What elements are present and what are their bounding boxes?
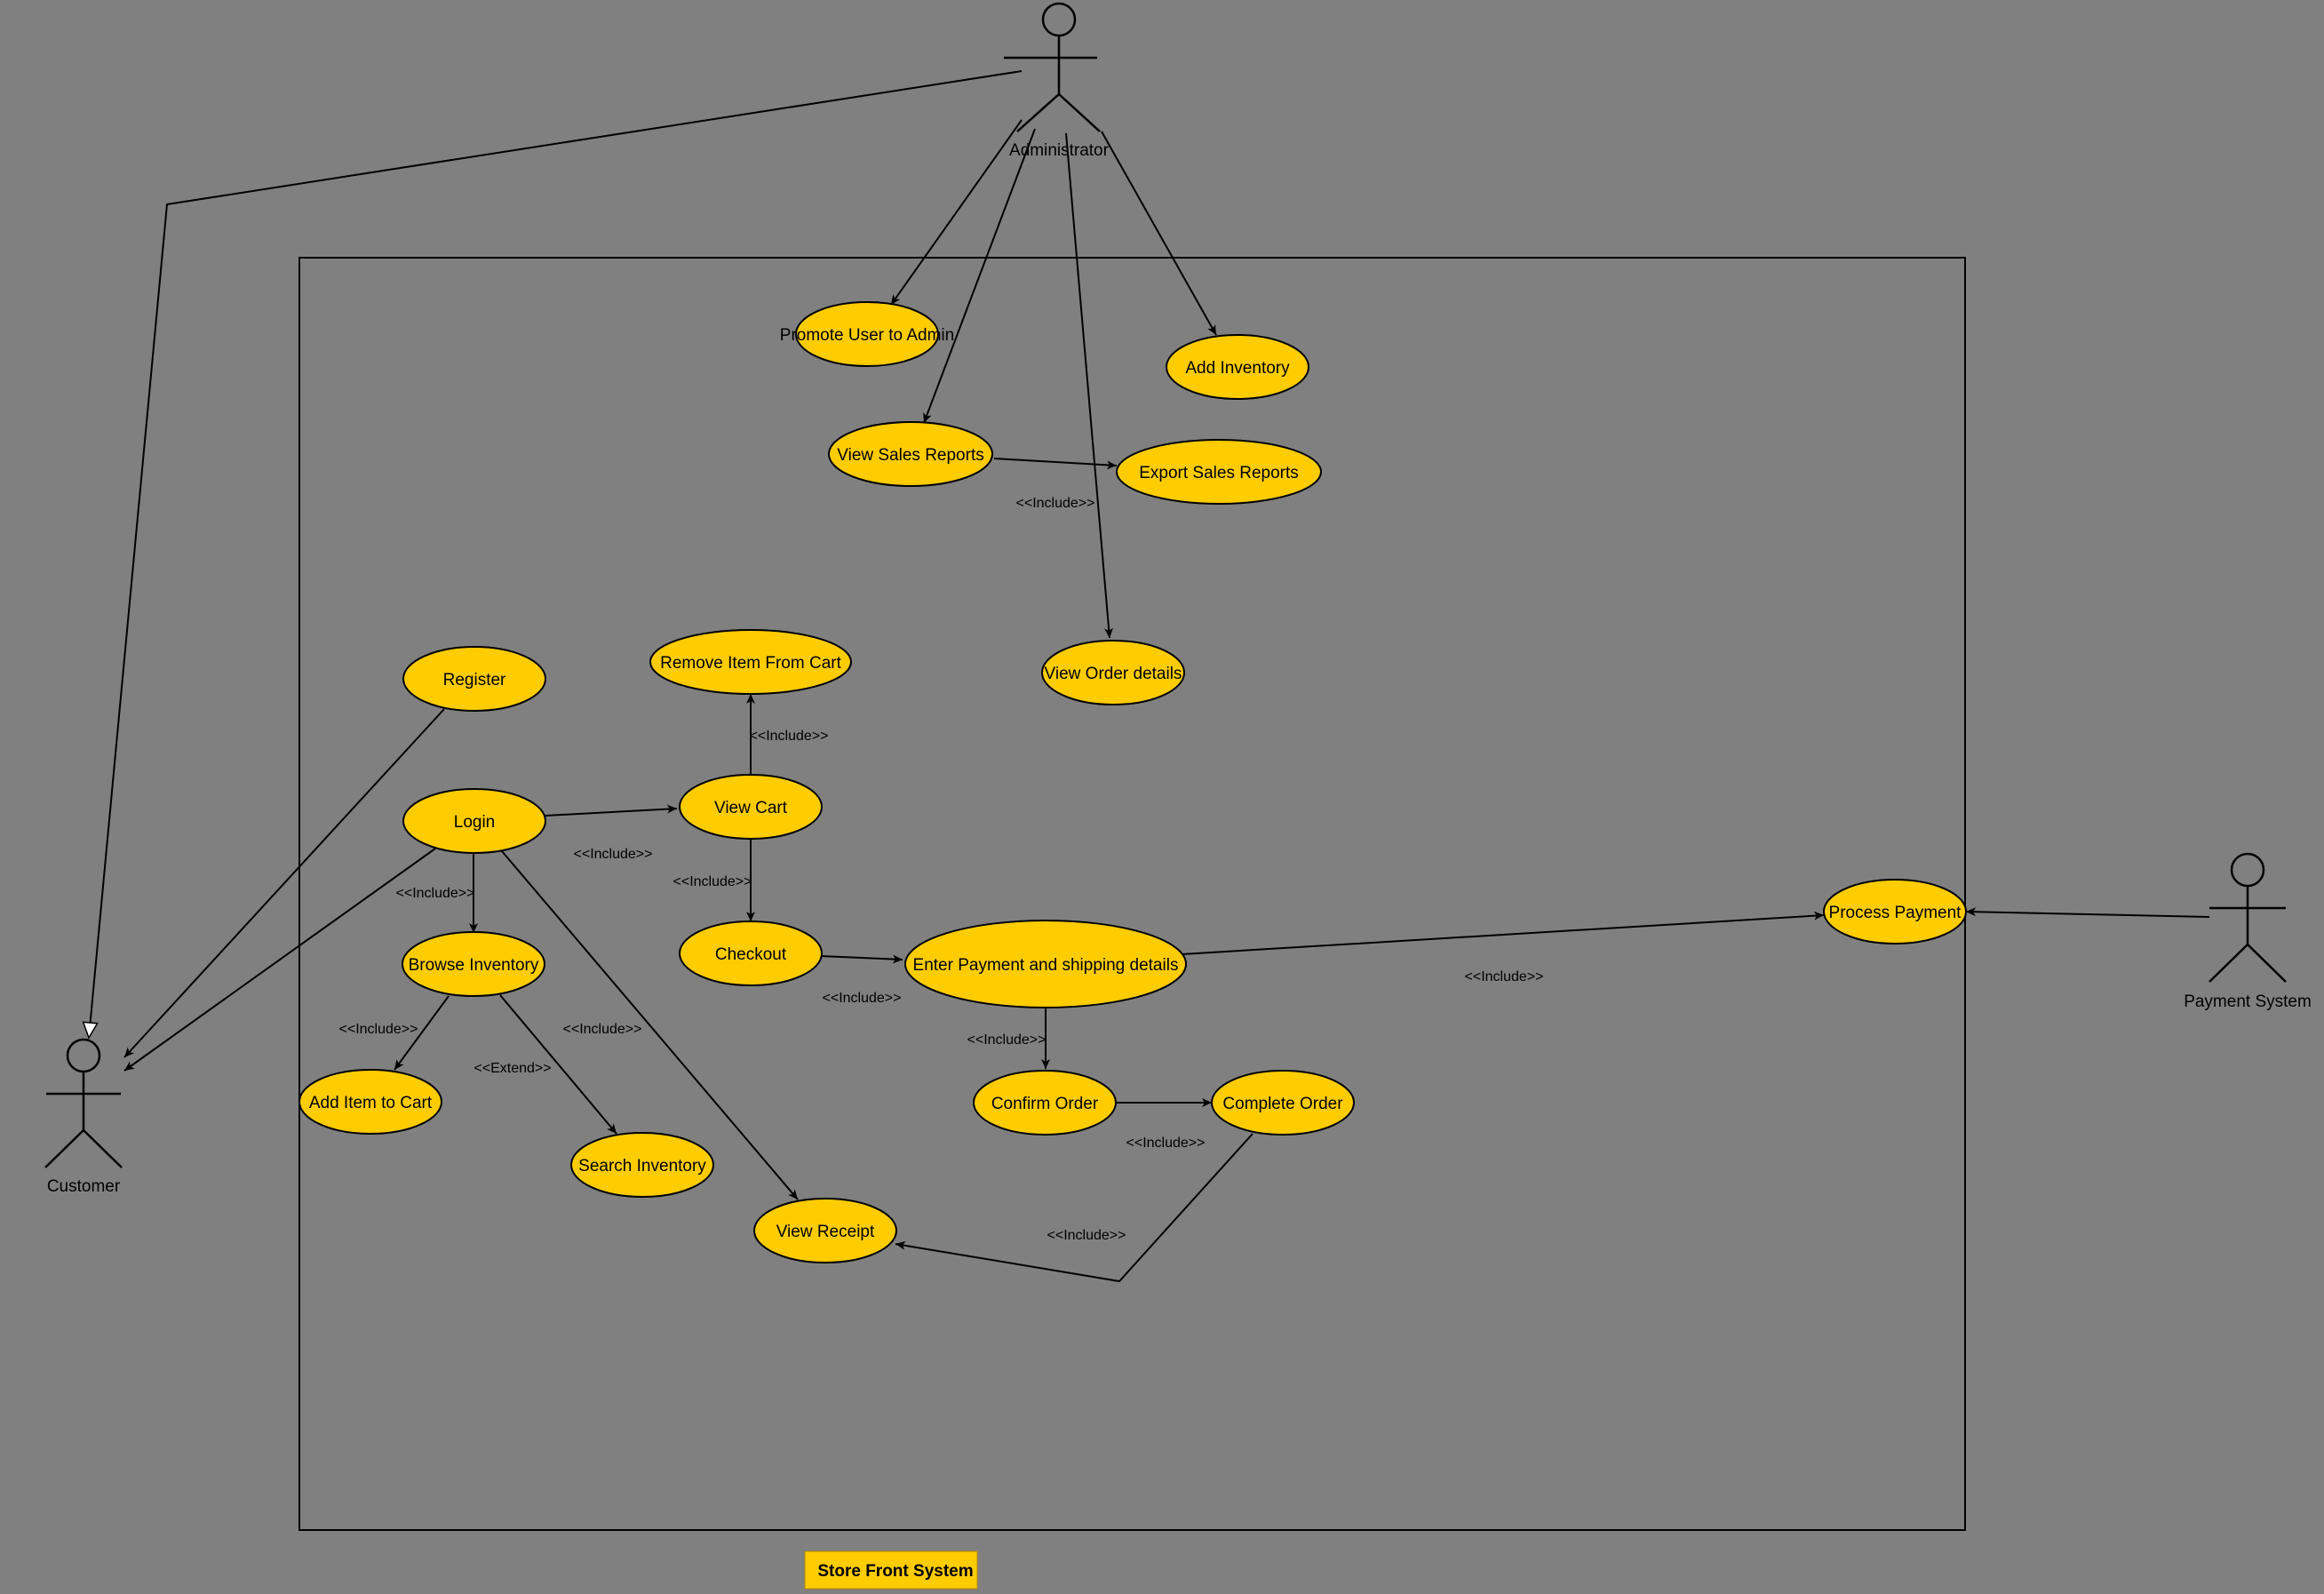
system-title: Store Front System — [817, 1562, 973, 1581]
use-case-label: Process Payment — [1829, 904, 1962, 922]
stereotype-labels: <<Include>> <<Include>> <<Include>> <<In… — [339, 496, 1544, 1243]
use-case-add-item[interactable]: Add Item to Cart — [298, 1069, 442, 1135]
use-case-label: Register — [443, 671, 506, 689]
use-case-label: Remove Item From Cart — [660, 654, 841, 673]
actor-head-icon — [66, 1038, 101, 1073]
payment-to-process-line — [1181, 911, 1825, 955]
login-to-customer-line — [123, 848, 436, 1072]
use-cases: Promote User to Admin Add Inventory View… — [298, 301, 1967, 1263]
use-case-enter-payment[interactable]: Enter Payment and shipping details — [904, 920, 1187, 1008]
use-case-label: Browse Inventory — [409, 956, 539, 975]
stereotype-label: <<Extend>> — [474, 1061, 551, 1076]
use-case-add-inventory[interactable]: Add Inventory — [1166, 334, 1309, 400]
payment-system-to-process-line — [1965, 907, 2210, 918]
use-case-login[interactable]: Login — [402, 788, 546, 854]
stereotype-label: <<Include>> — [673, 874, 752, 889]
browse-to-add-item-line — [394, 995, 450, 1071]
use-case-label: Add Item to Cart — [309, 1094, 433, 1112]
actor-head-icon — [2230, 852, 2265, 888]
use-case-label: Export Sales Reports — [1139, 464, 1299, 482]
actor-label: Payment System — [2184, 992, 2312, 1011]
complete-to-receipt-line — [895, 1133, 1254, 1283]
stereotype-label: <<Include>> — [574, 847, 653, 862]
sales-to-export-line — [993, 458, 1118, 470]
use-case-label: View Receipt — [776, 1223, 875, 1241]
use-case-export-sales-reports[interactable]: Export Sales Reports — [1116, 439, 1322, 505]
use-case-promote-user[interactable]: Promote User to Admin — [780, 301, 954, 367]
actor-head-icon — [1041, 2, 1077, 37]
admin-to-order-details-line — [1065, 132, 1114, 639]
system-boundary — [298, 257, 1966, 1531]
admin-to-promote-line — [890, 119, 1023, 306]
use-case-remove-item[interactable]: Remove Item From Cart — [649, 629, 852, 695]
actor-payment-system[interactable]: Payment System — [2184, 852, 2312, 1011]
use-case-label: View Cart — [714, 799, 788, 817]
stereotype-label: <<Include>> — [1465, 969, 1544, 984]
browse-to-search-line — [499, 994, 617, 1135]
stereotype-label: <<Include>> — [750, 729, 829, 744]
use-case-view-sales-reports[interactable]: View Sales Reports — [828, 421, 993, 487]
stereotype-label: <<Include>> — [1047, 1228, 1126, 1243]
system-title-box — [804, 1550, 978, 1590]
use-case-label: Confirm Order — [991, 1095, 1099, 1113]
admin-generalization-line — [82, 70, 1023, 1040]
use-case-view-receipt[interactable]: View Receipt — [753, 1198, 897, 1263]
use-case-view-order-details[interactable]: View Order details — [1041, 640, 1185, 705]
use-case-checkout[interactable]: Checkout — [679, 921, 823, 986]
stereotype-label: <<Include>> — [1016, 496, 1095, 511]
stereotype-label: <<Include>> — [396, 886, 475, 901]
use-case-label: Checkout — [715, 945, 787, 964]
actor-label: Administrator — [1009, 141, 1110, 160]
use-case-label: Search Inventory — [578, 1157, 706, 1176]
stereotype-label: <<Include>> — [339, 1022, 418, 1037]
login-to-receipt-line — [501, 850, 799, 1200]
stereotype-label: <<Include>> — [967, 1032, 1047, 1048]
use-case-view-cart[interactable]: View Cart — [679, 774, 823, 840]
use-case-register[interactable]: Register — [402, 646, 546, 712]
register-to-customer-line — [123, 708, 445, 1058]
actor-administrator[interactable]: Administrator — [1004, 2, 1110, 160]
actor-customer[interactable]: Customer — [44, 1038, 123, 1196]
actor-label: Customer — [47, 1177, 121, 1196]
stereotype-label: <<Include>> — [563, 1022, 642, 1037]
use-case-confirm-order[interactable]: Confirm Order — [973, 1070, 1117, 1136]
use-case-label: Add Inventory — [1185, 359, 1290, 378]
stereotype-label: <<Include>> — [823, 991, 902, 1006]
stereotype-label: <<Include>> — [1126, 1136, 1206, 1151]
admin-to-sales-reports-line — [923, 128, 1036, 424]
use-case-label: Enter Payment and shipping details — [913, 956, 1179, 975]
use-case-complete-order[interactable]: Complete Order — [1211, 1070, 1355, 1136]
admin-to-add-inventory-line — [1101, 131, 1217, 336]
use-case-process-payment[interactable]: Process Payment — [1823, 879, 1967, 944]
use-case-label: Login — [454, 813, 496, 832]
use-case-search-inventory[interactable]: Search Inventory — [570, 1132, 714, 1198]
use-case-browse-inventory[interactable]: Browse Inventory — [402, 931, 545, 997]
use-case-label: View Order details — [1045, 665, 1182, 683]
use-case-label: Promote User to Admin — [780, 326, 954, 345]
login-to-view-cart-line — [545, 804, 678, 817]
checkout-to-payment-line — [820, 954, 903, 964]
connectors — [82, 70, 2210, 1283]
use-case-label: View Sales Reports — [837, 446, 983, 465]
use-case-label: Complete Order — [1222, 1095, 1343, 1113]
